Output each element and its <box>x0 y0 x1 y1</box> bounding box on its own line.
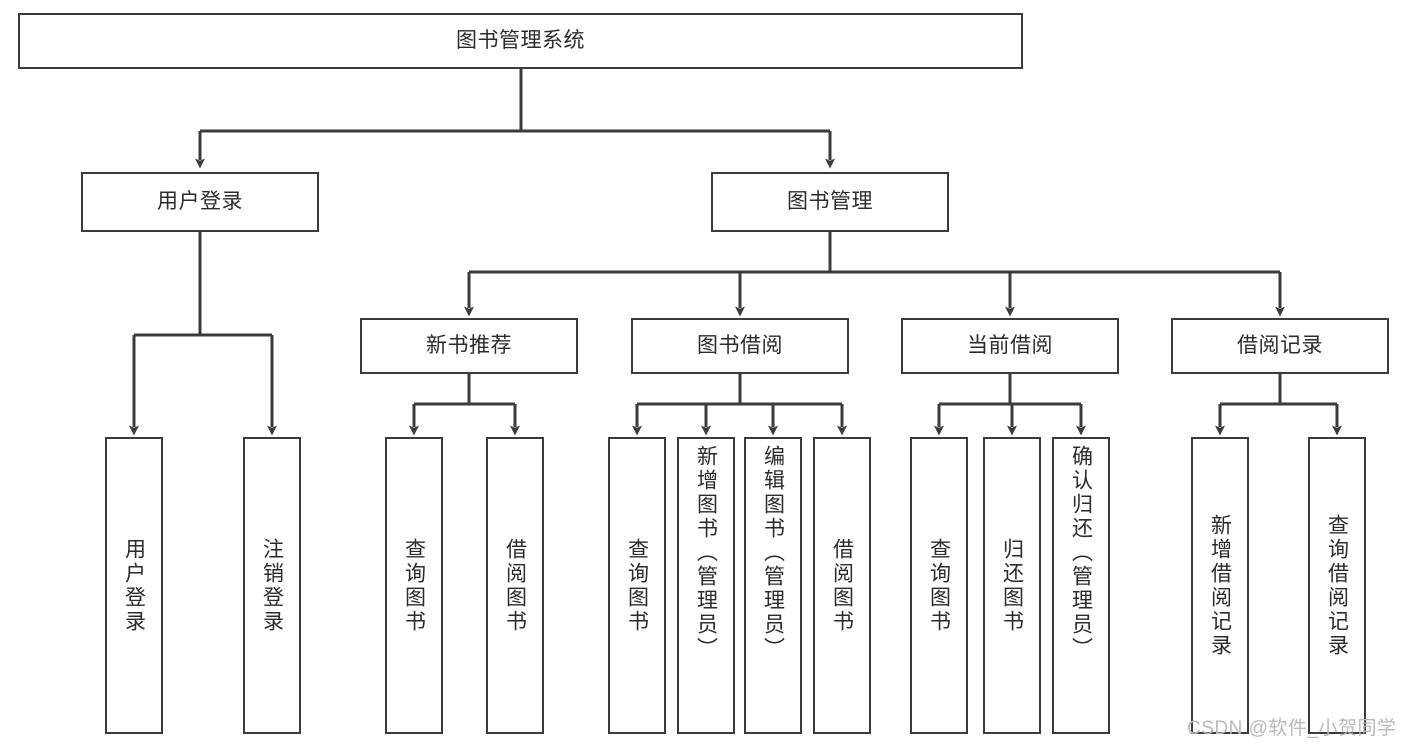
node-leaf-add-record-label: 新增借阅记录 <box>1208 513 1232 658</box>
node-leaf-query-book-2[interactable]: 查询图书 <box>608 437 666 734</box>
node-book-borrow[interactable]: 图书借阅 <box>631 318 849 374</box>
node-leaf-user-login[interactable]: 用户登录 <box>105 437 163 734</box>
node-book-borrow-label: 图书借阅 <box>697 333 783 357</box>
node-leaf-query-book-3-label: 查询图书 <box>927 537 951 634</box>
node-leaf-query-book-2-label: 查询图书 <box>625 537 649 634</box>
node-new-book-rec[interactable]: 新书推荐 <box>360 318 578 374</box>
node-leaf-edit-book[interactable]: 编辑图书（管理员） <box>744 437 802 734</box>
node-leaf-confirm-return[interactable]: 确认归还（管理员） <box>1052 437 1110 734</box>
node-leaf-borrow-book-1-label: 借阅图书 <box>503 537 527 634</box>
node-leaf-query-book-3[interactable]: 查询图书 <box>910 437 968 734</box>
node-leaf-query-record[interactable]: 查询借阅记录 <box>1308 437 1366 734</box>
node-user-login[interactable]: 用户登录 <box>81 172 319 232</box>
node-leaf-borrow-book-2[interactable]: 借阅图书 <box>813 437 871 734</box>
node-current-borrow-label: 当前借阅 <box>967 333 1053 357</box>
node-leaf-user-login-label: 用户登录 <box>122 537 146 634</box>
node-leaf-logout-label: 注销登录 <box>260 537 284 634</box>
node-root-label: 图书管理系统 <box>456 28 585 52</box>
node-leaf-return-book[interactable]: 归还图书 <box>983 437 1041 734</box>
node-leaf-add-record[interactable]: 新增借阅记录 <box>1191 437 1249 734</box>
node-new-book-rec-label: 新书推荐 <box>426 333 512 357</box>
node-leaf-query-book-1[interactable]: 查询图书 <box>385 437 443 734</box>
node-leaf-add-book[interactable]: 新增图书（管理员） <box>677 437 735 734</box>
node-leaf-logout[interactable]: 注销登录 <box>243 437 301 734</box>
node-leaf-borrow-book-2-label: 借阅图书 <box>830 537 854 634</box>
node-user-login-label: 用户登录 <box>157 189 243 213</box>
node-leaf-confirm-return-label: 确认归还（管理员） <box>1069 445 1093 661</box>
node-book-manage-label: 图书管理 <box>787 189 873 213</box>
node-leaf-borrow-book-1[interactable]: 借阅图书 <box>486 437 544 734</box>
node-leaf-edit-book-label: 编辑图书（管理员） <box>761 445 785 661</box>
node-leaf-return-book-label: 归还图书 <box>1000 537 1024 634</box>
node-leaf-add-book-label: 新增图书（管理员） <box>694 445 718 661</box>
node-book-manage[interactable]: 图书管理 <box>711 172 949 232</box>
node-borrow-record-label: 借阅记录 <box>1237 333 1323 357</box>
node-leaf-query-book-1-label: 查询图书 <box>402 537 426 634</box>
node-root[interactable]: 图书管理系统 <box>18 13 1023 69</box>
node-current-borrow[interactable]: 当前借阅 <box>901 318 1119 374</box>
node-leaf-query-record-label: 查询借阅记录 <box>1325 513 1349 658</box>
node-borrow-record[interactable]: 借阅记录 <box>1171 318 1389 374</box>
